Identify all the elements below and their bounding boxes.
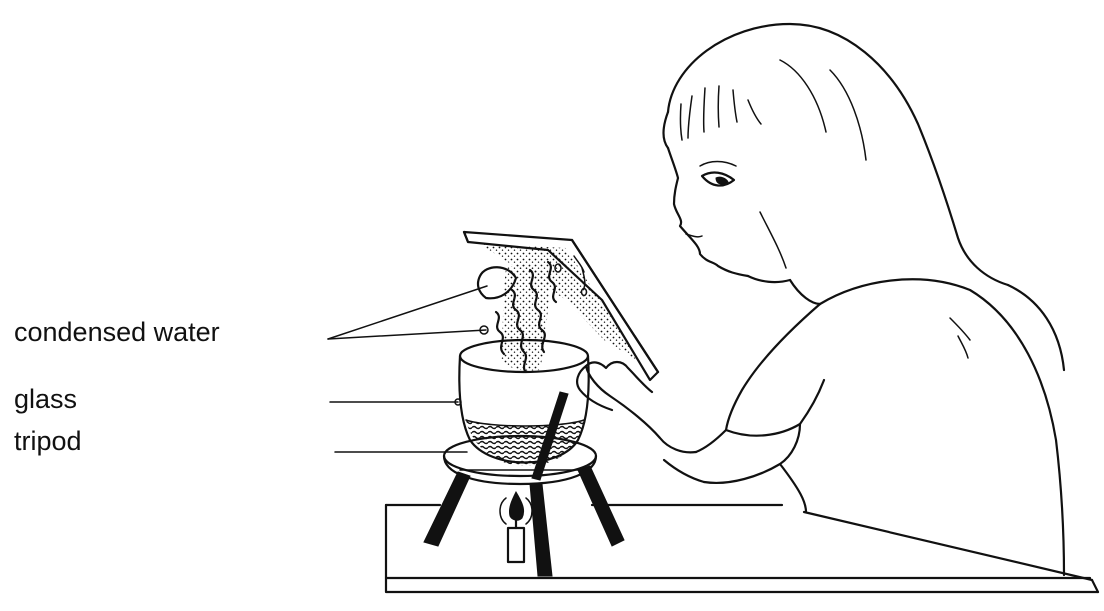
girl-figure [577, 24, 1064, 575]
hair [668, 24, 1008, 285]
leader-lines [328, 286, 487, 452]
sleeve [726, 304, 824, 436]
label-condensed-water: condensed water [14, 317, 220, 347]
candle [500, 492, 532, 562]
table [386, 505, 1098, 592]
label-tripod: tripod [14, 426, 82, 456]
label-glass: glass [14, 384, 77, 414]
face [668, 148, 748, 276]
